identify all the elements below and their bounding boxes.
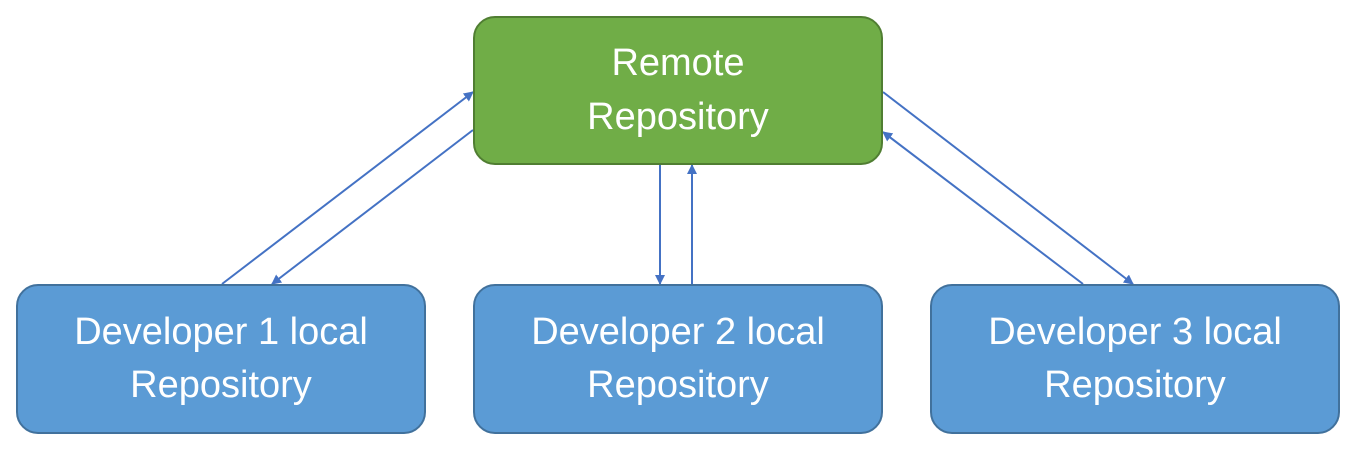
arrow-dev3-to-remote <box>882 131 1084 285</box>
arrow-remote-to-dev1 <box>271 129 474 285</box>
developer-2-label-line1: Developer 2 local <box>531 310 825 353</box>
arrow-remote-to-dev3 <box>882 91 1134 285</box>
developer-2-label-line2: Repository <box>587 364 769 406</box>
arrow-dev1-to-remote <box>221 91 474 285</box>
developer-1-label-line1: Developer 1 local <box>74 310 368 353</box>
remote-repository-label-line1: Remote <box>611 42 745 85</box>
developer-3-label-line2: Repository <box>1044 364 1226 406</box>
developer-3-repository-node: Developer 3 local Repository <box>930 284 1340 434</box>
developer-1-repository-node: Developer 1 local Repository <box>16 284 426 434</box>
developer-2-repository-node: Developer 2 local Repository <box>473 284 883 434</box>
remote-repository-label-line2: Repository <box>587 95 769 138</box>
developer-3-label-line1: Developer 3 local <box>988 310 1282 353</box>
developer-1-label-line2: Repository <box>130 364 312 406</box>
remote-repository-node: Remote Repository <box>473 16 883 165</box>
